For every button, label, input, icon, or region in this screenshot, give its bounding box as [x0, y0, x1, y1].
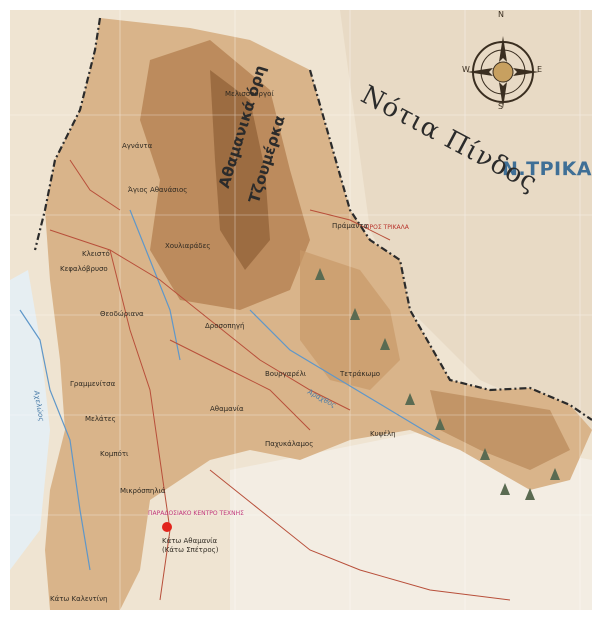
center-label: ΠΑΡΑΔΟΣΙΑΚΟ ΚΕΝΤΡΟ ΤΕΧΝΗΣ [148, 510, 244, 517]
place-label: Γραμμενίτσα [70, 380, 116, 388]
grid-lines [10, 10, 592, 610]
tree-markers [315, 268, 560, 500]
place-label: Μικρόσπηλιά [120, 487, 166, 495]
place-label: Αγνάντα [122, 142, 153, 150]
place-label: Βουργαρέλι [265, 370, 307, 378]
map-canvas [10, 10, 592, 610]
region-label: Ν.ΤΡΙΚΑ [502, 158, 592, 180]
place-label: Πράμαντα [332, 222, 369, 230]
prefecture-border [33, 17, 592, 421]
relief-ridge [210, 70, 270, 270]
place-label: Αθαμανία [210, 405, 244, 413]
roads [49, 159, 511, 601]
place-label: Μελισσουργοί [225, 90, 274, 98]
place-label: Μελάτες [85, 415, 116, 423]
place-label: Δροσοπηγή [205, 322, 245, 330]
place-label: Παχυκάλαμος [265, 440, 314, 448]
place-label: Άγιος Αθανάσιος [128, 186, 188, 194]
place-label: Κλειστό [82, 250, 110, 258]
compass-n-label: N [498, 10, 504, 19]
red-location-dot [162, 522, 172, 532]
village-red-label: Κάτω Αθαμανία [162, 537, 218, 545]
lower-plain [230, 430, 592, 610]
compass-rose-icon [467, 36, 539, 108]
route-tag-label: ΠΡΟΣ ΤΡΙΚΑΛΑ [365, 224, 409, 231]
place-label: Χουλιαράδες [165, 242, 211, 250]
compass-e-label: E [537, 65, 543, 74]
village-red-sub-label: (Κάτω Σπέτρος) [162, 546, 219, 554]
place-label: Κάτω Καλεντίνη [50, 595, 108, 603]
compass-s-label: S [498, 102, 504, 111]
map-frame: Ν.ΤΡΙΚΑ Νότια Πίνδος Αθαμανικά όρη Τζουμ… [10, 10, 592, 610]
rivers [19, 209, 441, 571]
place-label: Κομπότι [100, 450, 129, 458]
place-label: Κυψέλη [370, 430, 396, 438]
place-label: Τετράκωμο [340, 370, 381, 378]
compass-w-label: W [462, 65, 470, 74]
place-label: Κεφαλόβρυσο [60, 265, 108, 273]
place-label: Θεοδώριανα [100, 310, 144, 318]
left-lake [10, 270, 50, 570]
